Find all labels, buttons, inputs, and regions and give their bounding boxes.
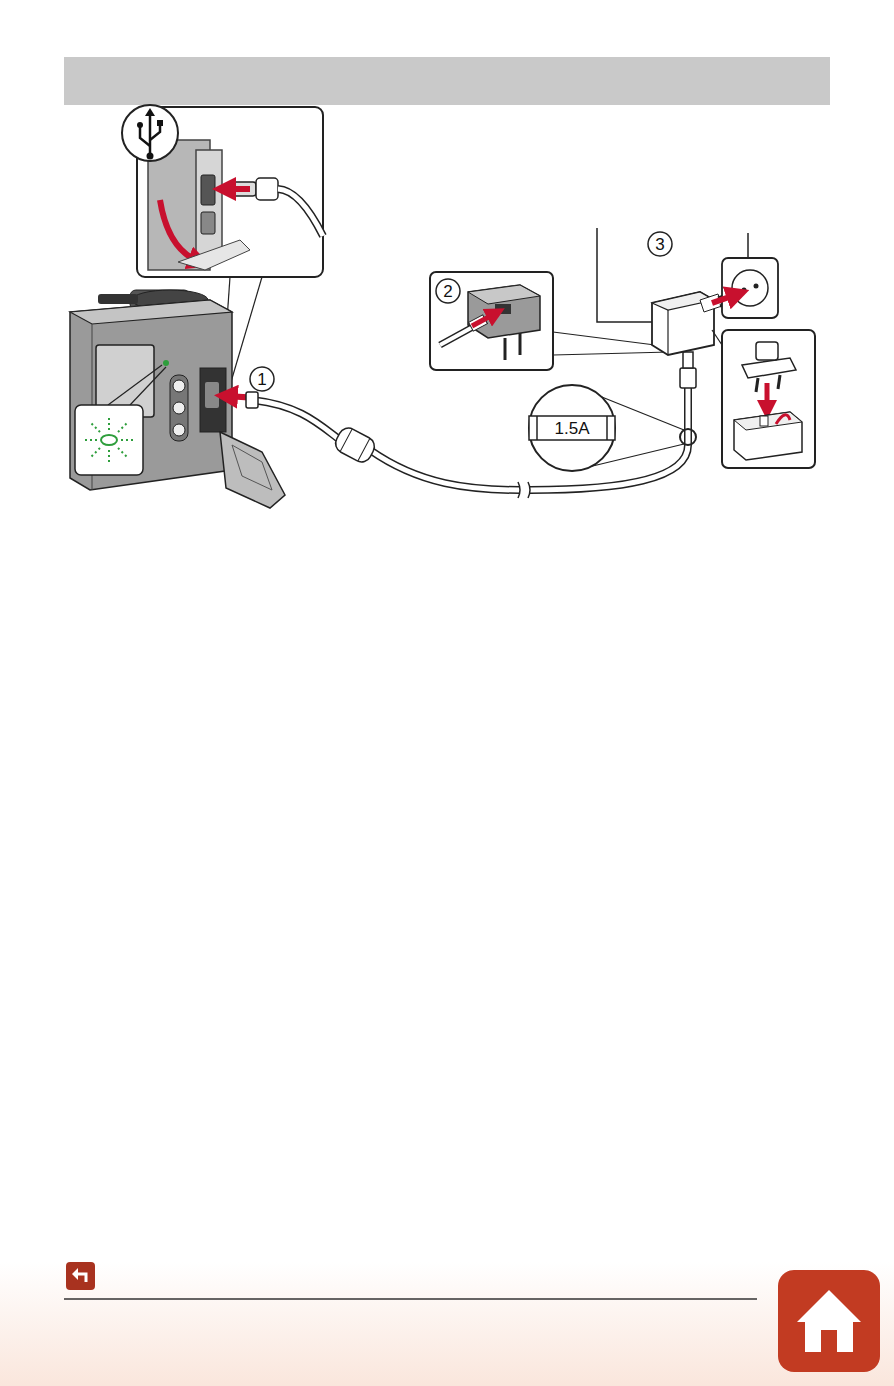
callout-number: 1 — [257, 371, 266, 388]
camera — [70, 290, 285, 508]
usb-cable — [246, 352, 696, 498]
adapter-inset — [430, 272, 670, 370]
footer-band — [0, 1262, 894, 1386]
home-icon — [778, 1270, 880, 1372]
plug-adapter-inset — [712, 330, 815, 468]
rating-magnifier — [529, 385, 696, 471]
footer-rule — [64, 1298, 757, 1300]
callout-number: 2 — [443, 283, 452, 300]
callout-number: 3 — [655, 236, 664, 253]
current-rating: 1.5A — [555, 420, 590, 437]
header-bar — [64, 57, 830, 105]
back-icon — [66, 1262, 95, 1290]
charge-lamp-callout — [75, 365, 166, 475]
